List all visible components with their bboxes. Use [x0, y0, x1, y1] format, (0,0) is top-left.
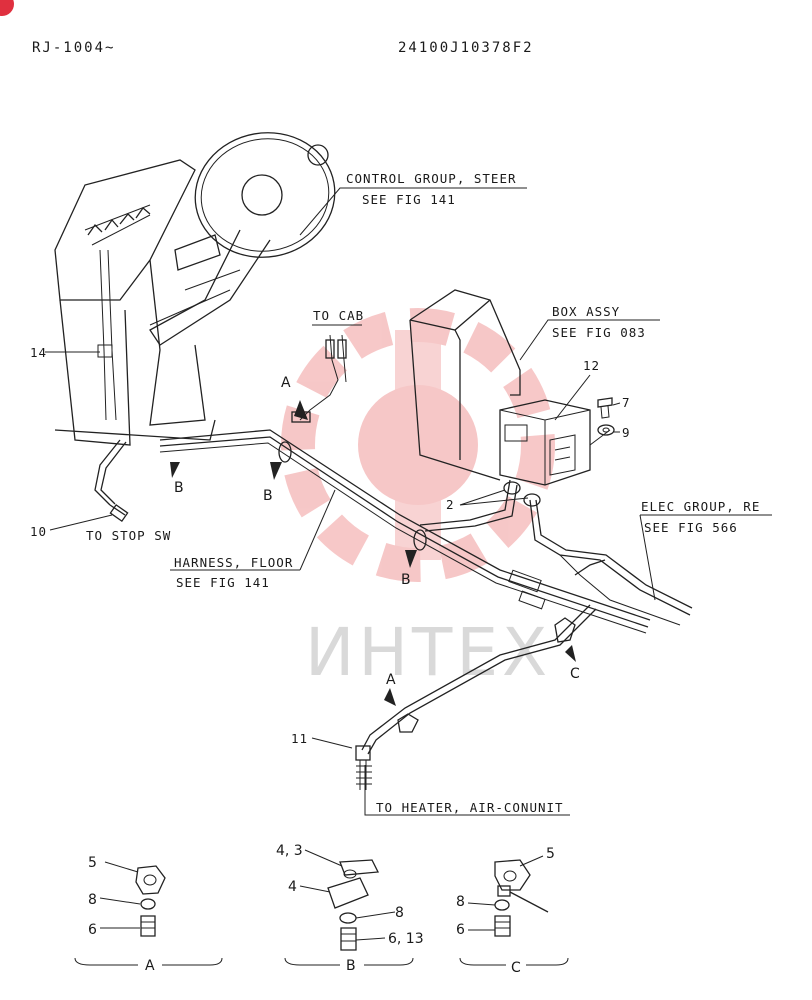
label-elec-group: ELEC GROUP, RE: [641, 499, 760, 514]
box-assy: [409, 289, 611, 486]
console-body: [54, 159, 216, 446]
label-box-assy: BOX ASSY: [552, 304, 620, 319]
part-11: 11: [291, 731, 308, 746]
part-14: 14: [30, 345, 47, 360]
label-to-cab: TO CAB: [313, 308, 364, 323]
harness-floor: [94, 334, 693, 790]
marker-a2-arrow: [384, 688, 396, 706]
label-to-heater: TO HEATER, AIR-CONUNIT: [376, 800, 564, 815]
header-right: 24100J10378F2: [398, 40, 534, 56]
detail-c: 5 8 6 C: [456, 846, 569, 976]
marker-c1: C: [570, 666, 580, 682]
label-box-assy-ref: SEE FIG 083: [552, 325, 646, 340]
marker-a1: A: [281, 375, 291, 391]
label-control-group-ref: SEE FIG 141: [362, 192, 456, 207]
detail-b-label-2: 4: [288, 879, 297, 895]
detail-a-title: A: [145, 958, 155, 974]
leader-lines: [45, 187, 772, 816]
marker-a2: A: [386, 672, 396, 688]
detail-c-label-3: 6: [456, 922, 465, 938]
nut-9: [597, 424, 615, 436]
part-7: 7: [622, 395, 631, 410]
corner-badge: [0, 0, 14, 16]
detail-a-label-1: 5: [88, 855, 97, 871]
part-2: 2: [446, 497, 455, 512]
detail-b-label-3: 8: [395, 905, 404, 921]
detail-c-label-1: 5: [546, 846, 555, 862]
watermark-logo: [281, 308, 555, 582]
marker-b3: B: [401, 572, 411, 588]
clip-markers: A B B B C A: [170, 375, 580, 706]
header-left: RJ-1004~: [32, 40, 115, 56]
detail-a: 5 8 6 A: [74, 855, 223, 974]
label-harness-floor: HARNESS, FLOOR: [174, 555, 293, 570]
watermark-text: ИНТЕХ: [305, 614, 551, 691]
marker-b2-arrow: [270, 462, 282, 480]
steering-wheel: [149, 132, 336, 346]
detail-c-title: C: [511, 960, 521, 976]
detail-b-label-1: 4, 3: [276, 843, 303, 859]
detail-a-label-2: 8: [88, 892, 97, 908]
label-to-stop-sw: TO STOP SW: [86, 528, 171, 543]
part-12: 12: [583, 358, 600, 373]
part-10: 10: [30, 524, 47, 539]
label-harness-floor-ref: SEE FIG 141: [176, 575, 270, 590]
marker-b2: B: [263, 488, 273, 504]
marker-b1: B: [174, 480, 184, 496]
marker-b1-arrow: [170, 462, 180, 478]
detail-b-title: B: [346, 958, 356, 974]
bolt-7: [597, 397, 613, 419]
detail-c-label-2: 8: [456, 894, 465, 910]
label-elec-group-ref: SEE FIG 566: [644, 520, 738, 535]
label-control-group: CONTROL GROUP, STEER: [346, 171, 517, 186]
detail-b-label-4: 6, 13: [388, 931, 424, 947]
marker-c1-arrow: [565, 645, 576, 662]
detail-a-label-3: 6: [88, 922, 97, 938]
detail-b: 4, 3 4 8 6, 13 B: [276, 843, 424, 974]
part-9: 9: [622, 425, 631, 440]
marker-b3-arrow: [405, 550, 417, 568]
marker-a1-arrow: [294, 400, 308, 420]
